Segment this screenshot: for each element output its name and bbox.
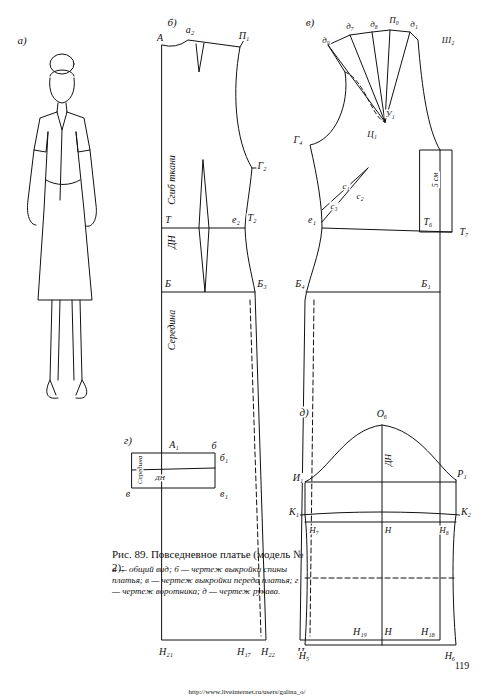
point-label: Т₂ — [246, 213, 257, 223]
point-label: Б₃ — [256, 279, 267, 289]
point-label: е₂ — [231, 215, 241, 225]
dress-figure — [27, 54, 96, 398]
point-label: А₁ — [168, 440, 180, 450]
point-label: К₁ — [288, 507, 300, 517]
point-label: Н — [384, 526, 393, 535]
point-label: ДН — [154, 475, 166, 482]
point-label: Б₄ — [294, 279, 305, 289]
point-label: ДН — [384, 453, 393, 467]
page-note: http://www.liveinternet.ru/users/galina_… — [188, 689, 307, 696]
point-label: б) — [166, 17, 177, 28]
point-label: Н₁₉ — [352, 627, 368, 637]
point-label: Н₂₁ — [158, 647, 174, 657]
collar-pattern — [132, 453, 215, 488]
point-label: И₁ — [292, 473, 305, 483]
point-label: а₂ — [185, 25, 195, 35]
point-label: а) — [16, 35, 27, 46]
figure-caption: а — общий вид; б — чертеж выкройки спины… — [112, 564, 302, 596]
point-label: д₉ — [321, 36, 331, 45]
point-label: Ш₂ — [441, 36, 456, 45]
point-label: У₁ — [384, 110, 395, 119]
point-label: Н₈ — [438, 526, 450, 535]
point-label: Н — [383, 627, 392, 637]
point-label: 5 см — [432, 172, 440, 189]
point-label: в) — [305, 17, 315, 28]
point-label: Н₅ — [298, 651, 311, 661]
point-label: Середина — [167, 309, 177, 351]
point-label: Н₇ — [308, 526, 320, 535]
point-label: ДН — [167, 234, 177, 250]
point-label: в — [125, 489, 131, 499]
point-label: П₀ — [388, 16, 400, 25]
point-label: Т₆ — [422, 217, 433, 227]
point-label: Г₄ — [292, 135, 303, 145]
page-note: 119 — [454, 661, 471, 671]
point-label: Б — [164, 279, 172, 289]
point-label: с₁ — [341, 182, 350, 191]
point-label: б₁ — [219, 453, 230, 463]
point-label: Середина — [137, 455, 144, 485]
point-label: Т — [164, 215, 172, 225]
point-label: Р₁ — [456, 469, 468, 479]
point-label: А — [156, 33, 164, 43]
point-label: г) — [123, 435, 133, 446]
point-label: д₁ — [409, 20, 419, 29]
point-label: О₆ — [376, 409, 389, 419]
point-label: д₈ — [369, 20, 379, 29]
point-label: д) — [298, 407, 309, 418]
sleeve-pattern — [300, 425, 460, 645]
point-label: е₁ — [307, 215, 317, 225]
point-label: Ц₁ — [366, 130, 378, 139]
point-label: П₁ — [238, 31, 251, 41]
point-label: Н₂₂ — [260, 647, 276, 657]
point-label: Сгиб ткани — [167, 154, 177, 206]
point-label: Н₆ — [444, 651, 457, 661]
point-label: в₁ — [219, 489, 229, 499]
point-label: Н₁₈ — [420, 627, 436, 637]
point-label: К₂ — [460, 507, 472, 517]
point-label: б — [210, 441, 217, 451]
point-label: Т₇ — [458, 227, 469, 237]
point-label: Б₁ — [420, 279, 431, 289]
point-label: Н₁₇ — [236, 647, 252, 657]
point-label: Г₂ — [256, 161, 267, 171]
front-pattern — [300, 30, 452, 640]
point-label: д₇ — [345, 22, 355, 31]
point-label: с₃ — [329, 202, 338, 211]
point-label: с₂ — [355, 192, 364, 201]
